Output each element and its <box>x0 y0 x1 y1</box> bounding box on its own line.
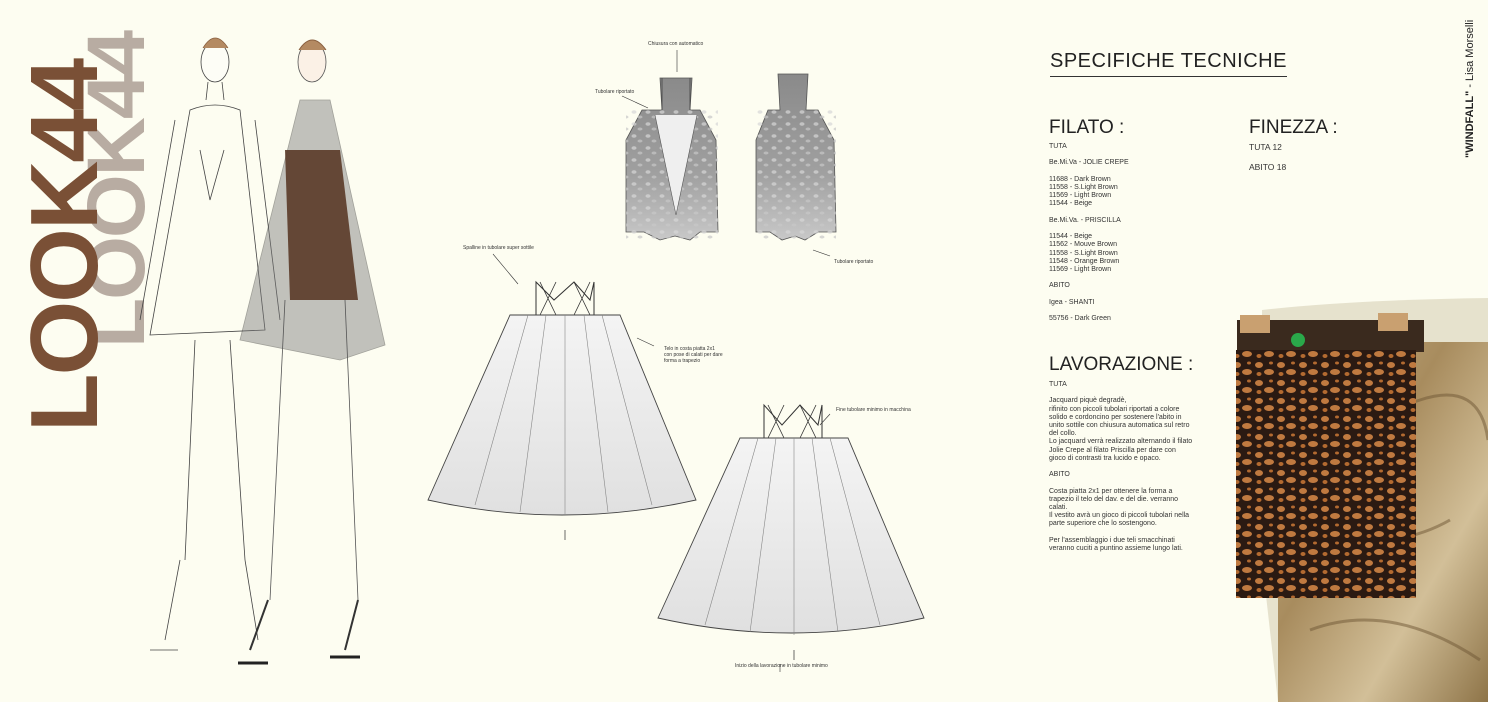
lavorazione-text: TUTA Jacquard piquè degradè, rifinito co… <box>1049 381 1193 553</box>
annotation-fine: Fine tubolare minimo in macchina <box>836 407 911 413</box>
fashion-sketch-outline <box>139 37 281 663</box>
filato-list: TUTA Be.Mi.Va - JOLIE CREPE 11688 - Dark… <box>1049 143 1129 323</box>
annotation-inizio: Inizio della lavorazione in tubolare min… <box>735 663 828 669</box>
finezza-tuta: TUTA 12 <box>1249 142 1282 152</box>
top-back-drawing <box>755 73 837 241</box>
annotation-spalline: Spalline in tubolare super sottile <box>463 245 534 251</box>
annotation-tubolare-left: Tubolare riportato <box>595 89 635 95</box>
specs-title: SPECIFICHE TECNICHE <box>1050 50 1287 77</box>
finezza-abito: ABITO 18 <box>1249 162 1287 172</box>
annotation-arrows <box>492 50 831 672</box>
annotation-chiusura: Chiusura con automatico <box>648 41 704 47</box>
fabric-swatch <box>1236 298 1488 702</box>
filato-heading: FILATO : <box>1049 117 1125 138</box>
annotation-tubolare-right: Tubolare riportato <box>834 259 874 265</box>
lavorazione-heading: LAVORAZIONE : <box>1049 354 1194 375</box>
dress-back-drawing <box>657 403 925 660</box>
top-front-drawing <box>625 77 719 241</box>
annotation-telo: Telo in costa piatta 2x1 con pose di cal… <box>664 346 723 364</box>
fashion-sketch-rendered <box>238 39 386 665</box>
dress-front-drawing <box>427 280 697 540</box>
finezza-heading: FINEZZA : <box>1249 117 1338 138</box>
